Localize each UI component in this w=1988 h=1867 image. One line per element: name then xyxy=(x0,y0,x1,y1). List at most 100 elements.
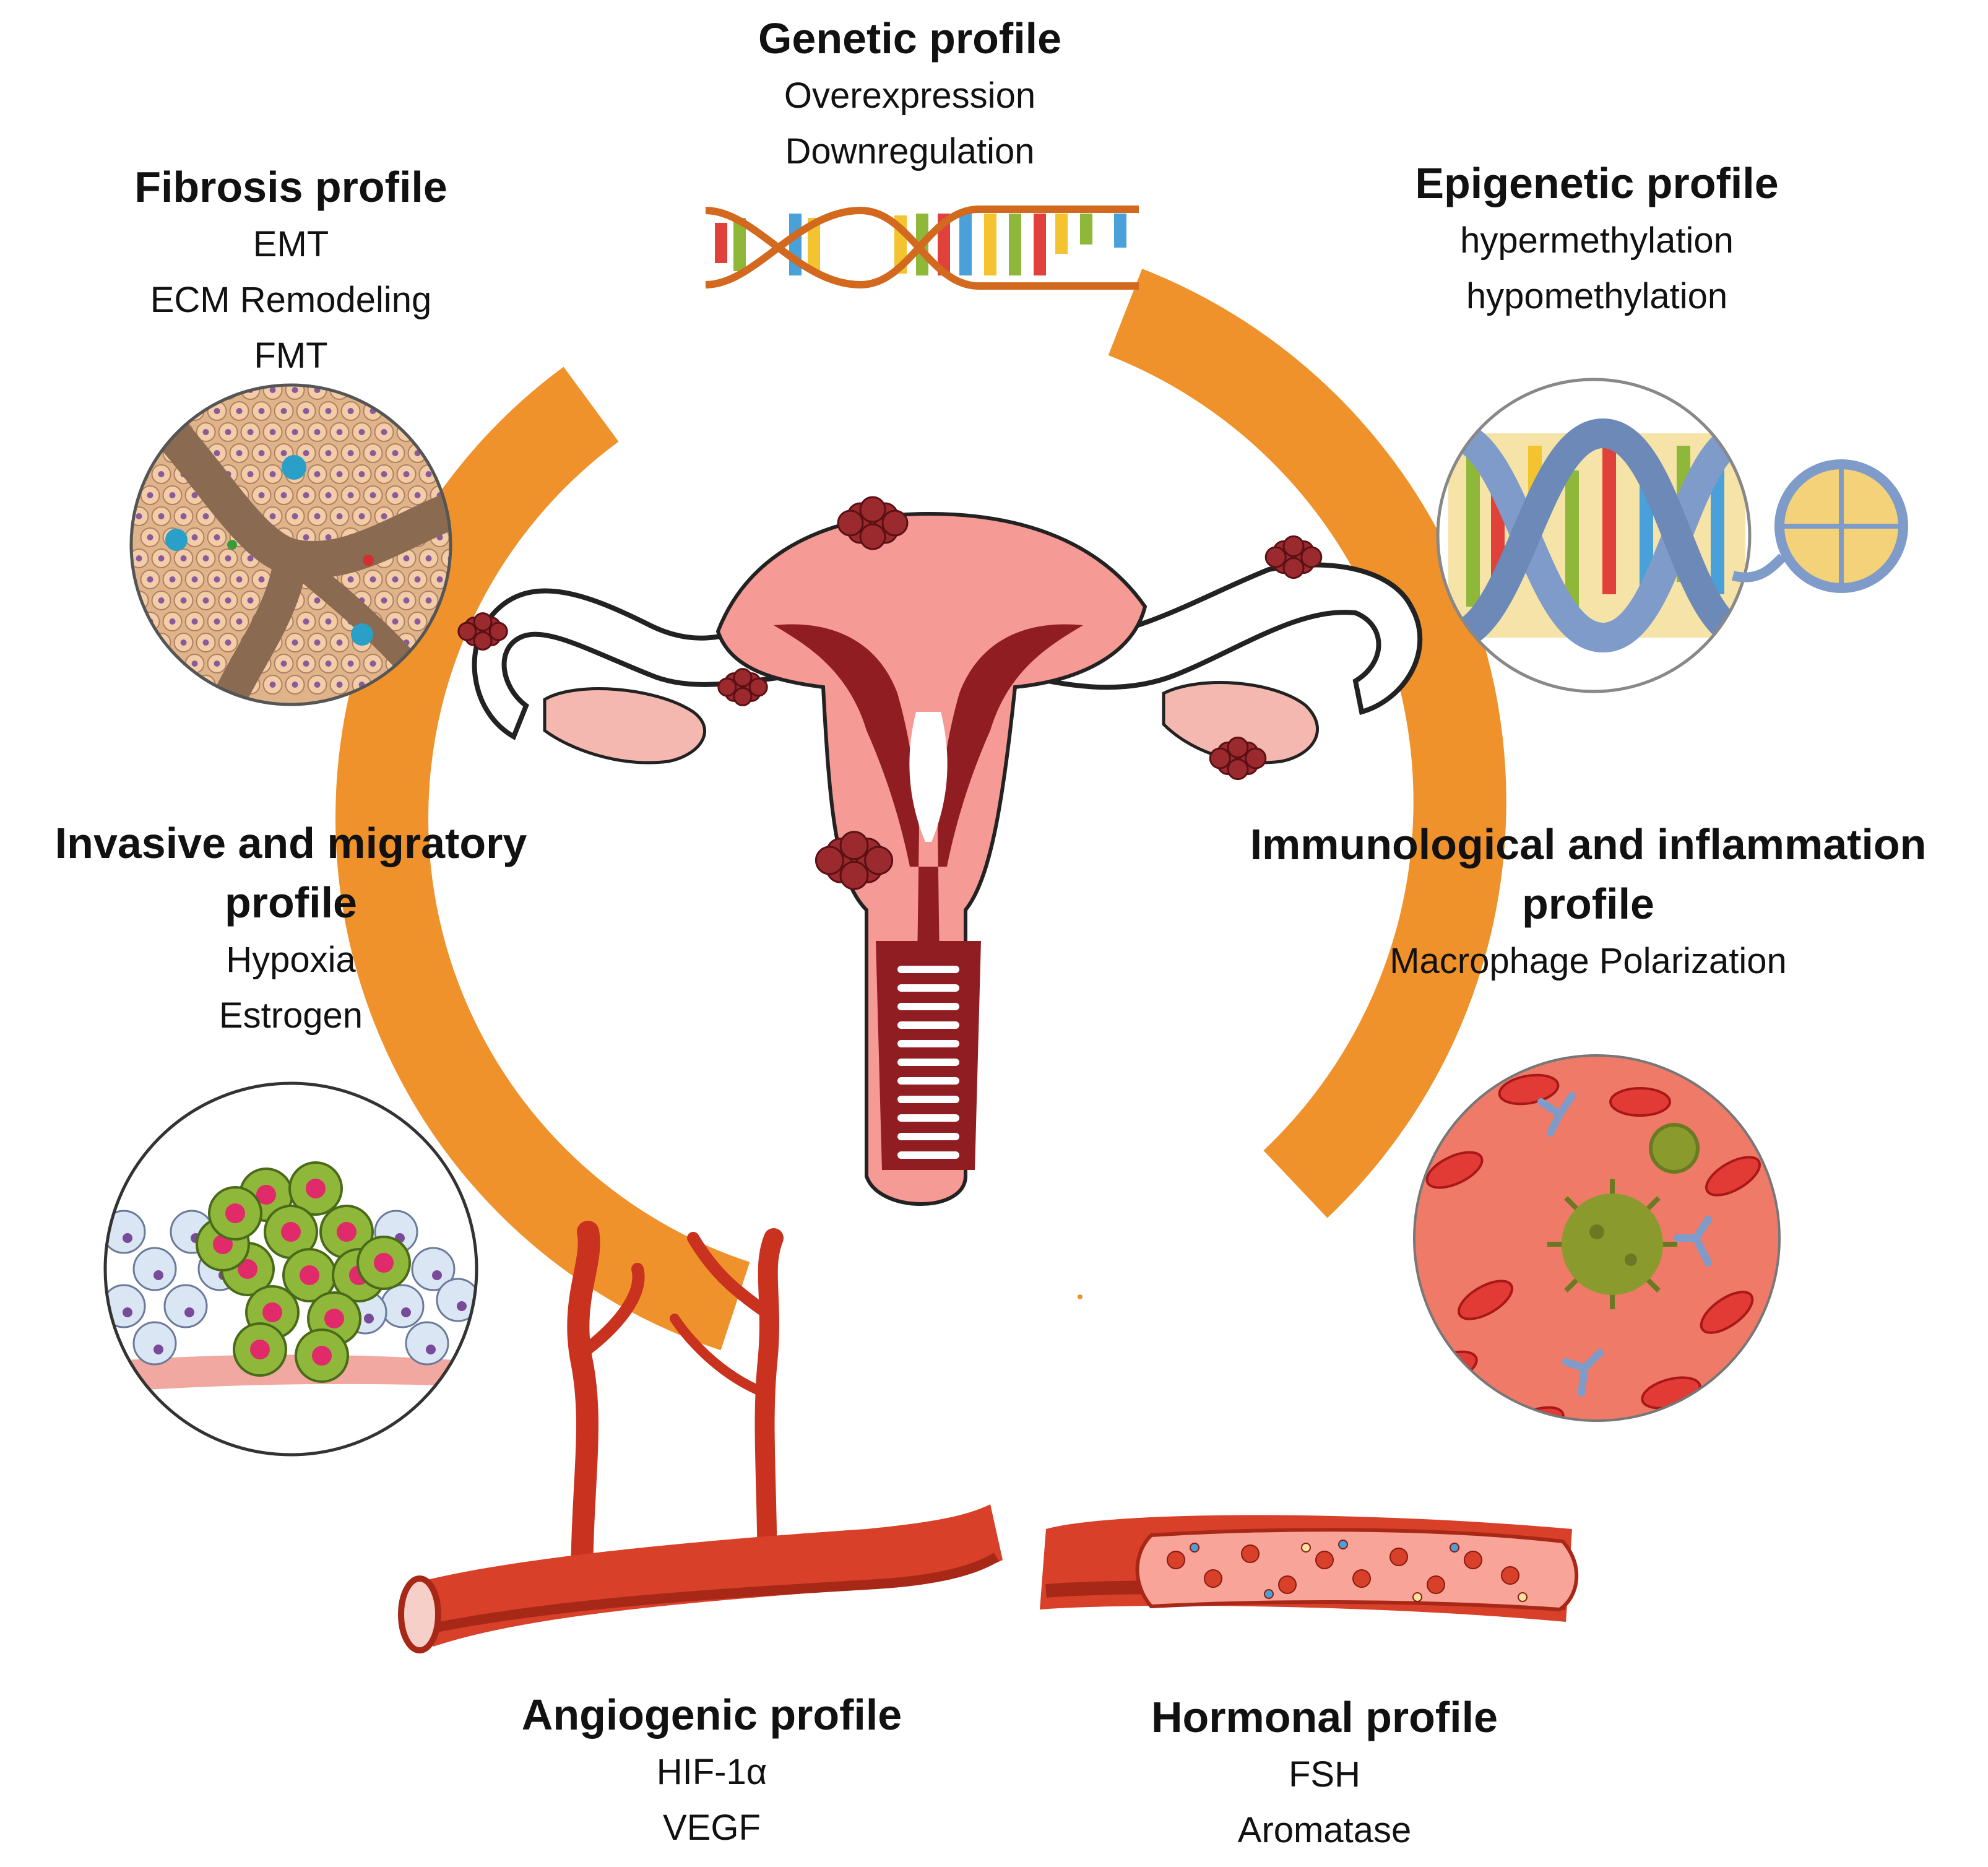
cell-nucleus xyxy=(180,597,187,604)
cervix-ridge xyxy=(897,1059,959,1066)
hormonal-profile-item: FSH xyxy=(1289,1754,1360,1795)
normal-cell xyxy=(380,1284,425,1328)
tissue-cell xyxy=(131,633,149,652)
cell-nucleus xyxy=(414,408,421,414)
cell-nucleus xyxy=(136,639,142,646)
cell-nucleus xyxy=(436,408,443,414)
cell-nucleus xyxy=(425,429,432,435)
cell-nucleus xyxy=(381,429,387,435)
cell-nucleus xyxy=(202,597,209,604)
cell-nucleus xyxy=(180,682,187,688)
tissue-cell xyxy=(453,402,472,420)
blood-vessel-icon xyxy=(1040,1515,1579,1622)
cell-nucleus xyxy=(158,682,165,688)
red-blood-cell xyxy=(1705,1156,1761,1197)
cell-nucleus xyxy=(303,492,309,498)
cell-nucleus xyxy=(358,513,365,519)
cell-nucleus xyxy=(303,408,309,414)
cervix-ridge xyxy=(897,1114,959,1122)
fibrosis-profile-item: FMT xyxy=(254,336,328,376)
cell-nucleus xyxy=(403,555,410,561)
cell-nucleus xyxy=(392,492,399,498)
cell-nucleus xyxy=(432,1270,442,1280)
cervix-ridge xyxy=(897,1021,959,1029)
cell-nucleus xyxy=(292,429,298,435)
blood-particle xyxy=(1412,1592,1422,1602)
cell-nucleus xyxy=(136,429,142,435)
cell-nucleus xyxy=(447,387,451,393)
tissue-cell xyxy=(131,422,149,442)
normal-cell xyxy=(132,1321,177,1366)
fibrotic-tissue-icon xyxy=(129,383,472,706)
cell-nucleus xyxy=(123,1307,132,1317)
cell-nucleus xyxy=(403,471,410,477)
blood-particle xyxy=(1190,1543,1199,1553)
tumor-nucleus xyxy=(300,1265,319,1285)
cervix-ridge xyxy=(897,1003,959,1010)
cell-nucleus xyxy=(414,492,421,498)
cell-nucleus xyxy=(292,639,298,646)
blood-particle xyxy=(1450,1543,1459,1553)
angiogenic-profile-item: HIF-1α xyxy=(656,1752,767,1792)
cell-nucleus xyxy=(425,387,432,393)
cell-nucleus xyxy=(303,661,309,667)
cell-nucleus xyxy=(303,534,309,540)
cell-nucleus xyxy=(236,450,243,456)
cell-nucleus xyxy=(426,1345,436,1354)
cell-nucleus xyxy=(269,387,276,393)
cell-nucleus xyxy=(392,618,399,625)
lesion-nodule xyxy=(488,622,508,641)
blood-particle xyxy=(1427,1575,1445,1594)
lesion-nodule xyxy=(839,860,869,890)
angiogenic-profile-label: Angiogenic profile HIF-1α VEGF xyxy=(470,1685,953,1856)
blood-particle xyxy=(1389,1548,1408,1566)
tumor-nucleus xyxy=(312,1346,332,1366)
invasive-profile-title-cont: profile xyxy=(225,878,357,927)
cell-nucleus xyxy=(153,1345,163,1354)
cell-nucleus xyxy=(269,471,276,477)
cell-nucleus xyxy=(336,429,343,435)
tissue-cell xyxy=(173,675,194,695)
dna-helix-icon xyxy=(705,206,1139,290)
red-blood-cell xyxy=(1425,1151,1484,1189)
cell-nucleus xyxy=(202,429,209,435)
cervix-ridge xyxy=(897,1096,959,1103)
cell-nucleus xyxy=(358,429,365,435)
cell-nucleus xyxy=(180,513,187,519)
cervix-ridge xyxy=(897,1077,959,1085)
cell-nucleus xyxy=(403,387,410,393)
blood-particles xyxy=(1167,1540,1528,1602)
cell-nucleus xyxy=(425,555,432,561)
tumor-nucleus xyxy=(250,1340,270,1359)
cell-nucleus xyxy=(459,661,465,667)
blood-particle xyxy=(1464,1551,1482,1569)
cell-nucleus xyxy=(147,576,153,583)
cell-nucleus xyxy=(169,492,176,498)
cell-nucleus xyxy=(325,661,332,667)
genetic-profile-item: Overexpression xyxy=(784,76,1036,116)
cell-nucleus xyxy=(247,597,254,604)
cell-nucleus xyxy=(459,408,465,414)
cell-nucleus xyxy=(436,576,443,583)
cell-nucleus xyxy=(336,639,343,646)
cervix-ridges xyxy=(897,966,959,1159)
cell-nucleus xyxy=(347,408,354,414)
cell-nucleus xyxy=(381,513,387,519)
cell-nucleus xyxy=(147,408,153,414)
cell-nucleus xyxy=(136,471,142,477)
tumor-cells xyxy=(196,1161,411,1383)
tissue-cell xyxy=(140,654,160,674)
cell-nucleus xyxy=(414,576,421,583)
tumor-nucleus xyxy=(256,1185,276,1205)
cell-nucleus xyxy=(180,555,187,561)
immunological-profile-label: Immunological and inflammation profile M… xyxy=(1188,815,1988,989)
invasive-profile-label: Invasive and migratory profile Hypoxia E… xyxy=(0,813,582,1044)
cell-nucleus xyxy=(358,471,365,477)
cell-nucleus xyxy=(169,576,176,583)
cell-nucleus xyxy=(347,576,354,583)
genetic-profile-item: Downregulation xyxy=(785,131,1035,171)
lesion-nodule xyxy=(733,687,753,706)
cell-nucleus xyxy=(381,597,387,604)
cell-nucleus xyxy=(214,534,220,540)
